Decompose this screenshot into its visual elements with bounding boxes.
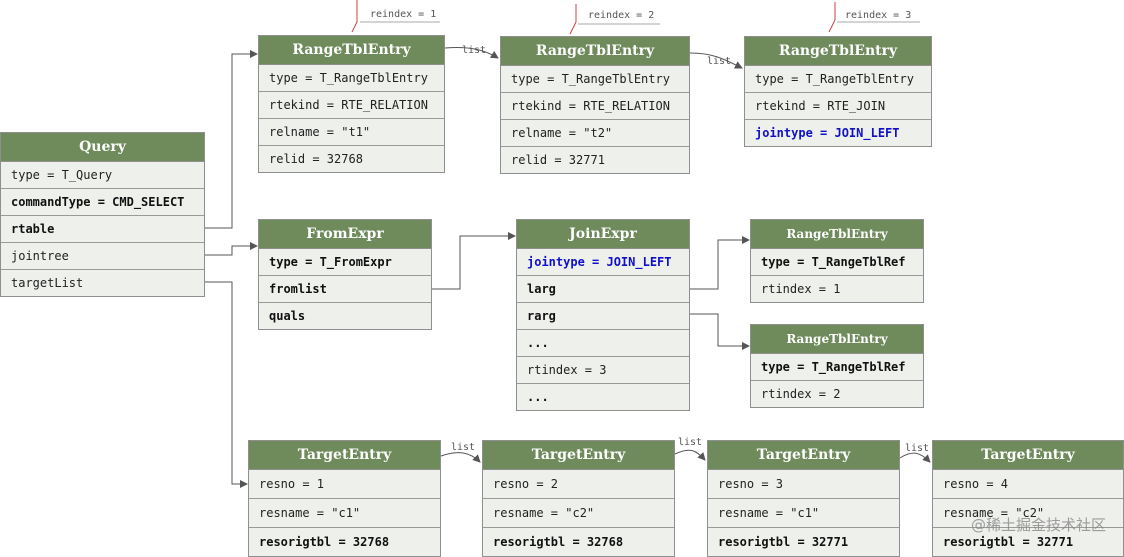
targetentry-node-4: TargetEntry resno = 4 resname = "c2" res… bbox=[932, 440, 1124, 557]
reindex-tick-3 bbox=[828, 2, 836, 33]
fromexpr-field-quals: quals bbox=[269, 309, 306, 323]
reindex-label-1: reindex = 1 bbox=[370, 9, 437, 20]
joinexpr-node: JoinExpr jointype = JOIN_LEFT larg rarg … bbox=[516, 219, 690, 411]
targetentry-title: TargetEntry bbox=[483, 441, 674, 470]
rangetblref-field: type = T_RangeTblRef bbox=[751, 354, 923, 381]
targetentry-title: TargetEntry bbox=[708, 441, 899, 470]
rte-field: type = T_RangeTblEntry bbox=[259, 65, 444, 92]
list-label: list bbox=[462, 45, 487, 56]
targetentry-field: resorigtbl = 32771 bbox=[943, 535, 1074, 549]
joinexpr-field-ellipsis: ... bbox=[517, 330, 689, 357]
targetentry-field: resno = 2 bbox=[483, 470, 674, 499]
targetentry-node-3: TargetEntry resno = 3 resname = "c1" res… bbox=[707, 440, 900, 557]
rangetblentry-node-1: RangeTblEntry type = T_RangeTblEntry rte… bbox=[258, 35, 445, 173]
query-node: Query type = T_Query commandType = CMD_S… bbox=[0, 132, 205, 297]
rangetblref-node-2: RangeTblEntry type = T_RangeTblRef rtind… bbox=[750, 324, 924, 408]
jointree-connector bbox=[205, 242, 258, 256]
targetentry-title: TargetEntry bbox=[249, 441, 440, 470]
rangetblentry-node-2: RangeTblEntry type = T_RangeTblEntry rte… bbox=[500, 36, 690, 174]
rte-field: rtekind = RTE_RELATION bbox=[501, 93, 689, 120]
rangetblentry-node-3: RangeTblEntry type = T_RangeTblEntry rte… bbox=[744, 36, 932, 147]
fromexpr-field-fromlist: fromlist bbox=[259, 276, 431, 303]
query-field-targetlist: targetList bbox=[11, 276, 84, 290]
rangetblref-node-1: RangeTblEntry type = T_RangeTblRef rtind… bbox=[750, 219, 924, 303]
joinexpr-field-larg: larg bbox=[517, 276, 689, 303]
targetlist-connector bbox=[205, 281, 248, 488]
query-field-commandtype: commandType = CMD_SELECT bbox=[1, 189, 204, 216]
query-field-type: type = T_Query bbox=[1, 162, 204, 189]
rangetblref-field: rtindex = 2 bbox=[761, 387, 841, 401]
rte-field: relid = 32768 bbox=[269, 152, 363, 166]
rangetblref-field: type = T_RangeTblRef bbox=[751, 249, 923, 276]
larg-connector bbox=[690, 236, 750, 290]
joinexpr-field-ellipsis: ... bbox=[527, 390, 549, 404]
rangetblref-title: RangeTblEntry bbox=[751, 325, 923, 354]
rte-field: relname = "t2" bbox=[501, 120, 689, 147]
rte-field: rtekind = RTE_JOIN bbox=[745, 93, 931, 120]
query-field-jointree: jointree bbox=[1, 243, 204, 270]
rarg-connector bbox=[690, 313, 750, 350]
targetentry-title: TargetEntry bbox=[933, 441, 1123, 470]
te-list-connector-1 bbox=[440, 452, 481, 463]
targetentry-node-2: TargetEntry resno = 2 resname = "c2" res… bbox=[482, 440, 675, 557]
targetentry-node-1: TargetEntry resno = 1 resname = "c1" res… bbox=[248, 440, 441, 557]
rte-field: rtekind = RTE_RELATION bbox=[259, 92, 444, 119]
targetentry-field: resorigtbl = 32768 bbox=[259, 535, 390, 549]
query-field-rtable: rtable bbox=[1, 216, 204, 243]
targetentry-field: resno = 3 bbox=[708, 470, 899, 499]
reindex-tick-2 bbox=[569, 4, 577, 35]
reindex-tick-1 bbox=[351, 0, 358, 33]
rangetblentry-title: RangeTblEntry bbox=[745, 37, 931, 66]
targetentry-field: resname = "c2" bbox=[483, 499, 674, 528]
rangetblref-field: rtindex = 1 bbox=[761, 282, 841, 296]
targetentry-field: resname = "c1" bbox=[249, 499, 440, 528]
rtable-connector bbox=[205, 50, 258, 229]
fromexpr-title: FromExpr bbox=[259, 220, 431, 249]
rangetblentry-title: RangeTblEntry bbox=[259, 36, 444, 65]
fromlist-connector bbox=[432, 232, 516, 290]
targetentry-field: resorigtbl = 32771 bbox=[718, 535, 849, 549]
targetentry-field: resname = "c2" bbox=[933, 499, 1123, 528]
targetentry-field: resno = 4 bbox=[933, 470, 1123, 499]
joinexpr-field-jointype: jointype = JOIN_LEFT bbox=[517, 249, 689, 276]
list-label: list bbox=[451, 442, 476, 453]
query-title: Query bbox=[1, 133, 204, 162]
joinexpr-title: JoinExpr bbox=[517, 220, 689, 249]
fromexpr-node: FromExpr type = T_FromExpr fromlist qual… bbox=[258, 219, 432, 330]
rte-list-connector-2 bbox=[689, 52, 743, 69]
list-label: list bbox=[678, 437, 703, 448]
joinexpr-field-rtindex: rtindex = 3 bbox=[517, 357, 689, 384]
te-list-connector-2 bbox=[674, 449, 706, 461]
rangetblentry-title: RangeTblEntry bbox=[501, 37, 689, 66]
watermark: @稀土掘金技术社区 bbox=[970, 516, 1106, 534]
targetentry-field: resno = 1 bbox=[249, 470, 440, 499]
rte-field-jointype: jointype = JOIN_LEFT bbox=[755, 126, 900, 140]
reindex-label-3: reindex = 3 bbox=[845, 10, 912, 21]
rte-field: type = T_RangeTblEntry bbox=[745, 66, 931, 93]
list-label: list bbox=[905, 443, 930, 454]
rte-field: type = T_RangeTblEntry bbox=[501, 66, 689, 93]
te-list-connector-3 bbox=[899, 452, 931, 463]
rangetblref-title: RangeTblEntry bbox=[751, 220, 923, 249]
list-label: list bbox=[707, 56, 732, 67]
rte-field: relid = 32771 bbox=[511, 153, 605, 167]
fromexpr-field: type = T_FromExpr bbox=[259, 249, 431, 276]
targetentry-field: resname = "c1" bbox=[708, 499, 899, 528]
rte-list-connector-1 bbox=[444, 47, 499, 59]
rte-field: relname = "t1" bbox=[259, 119, 444, 146]
joinexpr-field-rarg: rarg bbox=[517, 303, 689, 330]
reindex-label-2: reindex = 2 bbox=[588, 10, 655, 21]
targetentry-field: resorigtbl = 32768 bbox=[493, 535, 624, 549]
